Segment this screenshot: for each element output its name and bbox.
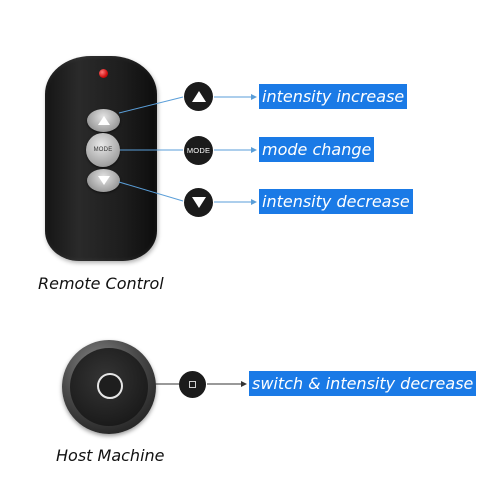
- led-indicator: [99, 69, 108, 78]
- square-icon: [179, 371, 206, 398]
- host-power-ring[interactable]: [97, 373, 123, 399]
- label-mode-change: mode change: [259, 137, 375, 162]
- label-intensity-increase: intensity increase: [259, 84, 408, 109]
- leader-line-up: [118, 96, 184, 114]
- remote-caption: Remote Control: [38, 274, 164, 293]
- up-triangle-icon: [97, 116, 110, 125]
- remote-up-button[interactable]: [87, 109, 120, 132]
- remote-down-button[interactable]: [87, 169, 120, 192]
- label-switch-intensity-decrease: switch & intensity decrease: [249, 371, 477, 396]
- down-triangle-icon: [97, 176, 110, 185]
- label-intensity-decrease: intensity decrease: [259, 189, 413, 214]
- intensity-increase-icon: [184, 82, 213, 111]
- host-caption: Host Machine: [56, 446, 165, 465]
- down-triangle-icon: [191, 197, 206, 208]
- mode-button-label: MODE: [93, 147, 113, 153]
- leader-line-down: [118, 181, 184, 202]
- intensity-decrease-icon: [184, 188, 213, 217]
- mode-icon-label: MODE: [186, 146, 211, 155]
- remote-mode-button[interactable]: MODE: [86, 133, 120, 167]
- mode-icon: MODE: [184, 136, 213, 165]
- up-triangle-icon: [191, 91, 206, 102]
